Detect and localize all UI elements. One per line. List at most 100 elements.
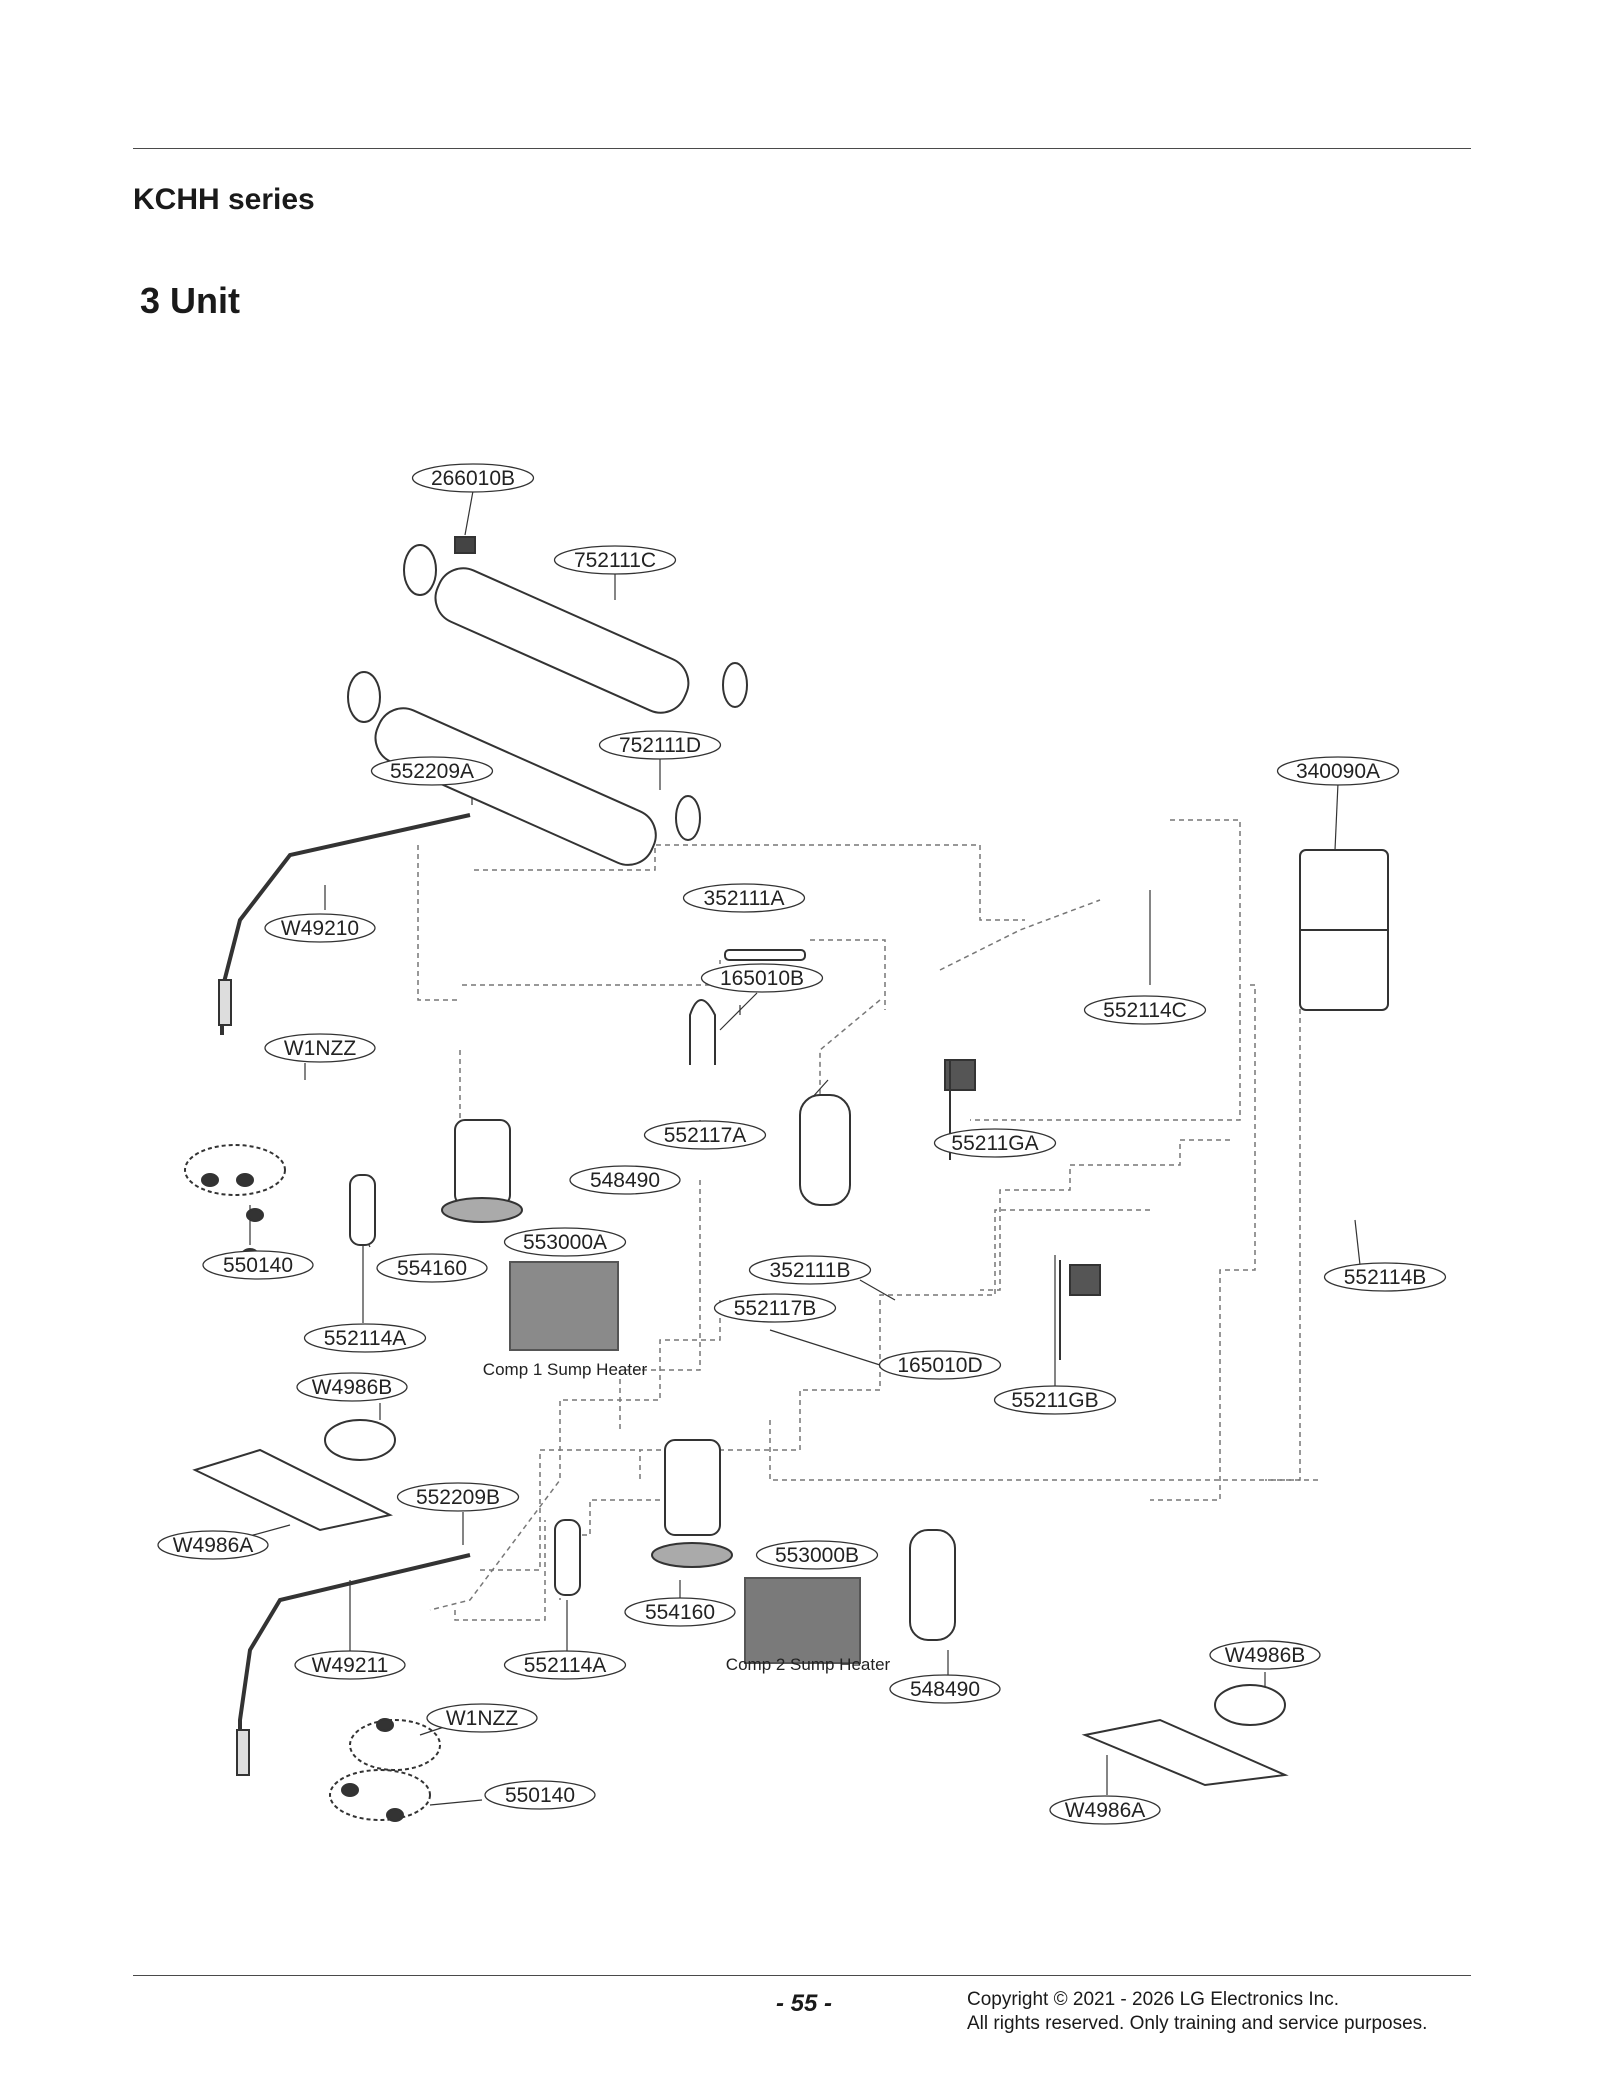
part-number-label: 553000A (523, 1231, 607, 1254)
part-callout: 553000B (755, 1540, 879, 1570)
series-title: KCHH series (133, 183, 315, 216)
comp1-sump-heater-caption: Comp 1 Sump Heater (483, 1360, 648, 1379)
part-callout: 552117A (643, 1120, 767, 1150)
callout-oval (503, 1227, 627, 1257)
part-callout: W49211 (294, 1650, 406, 1680)
callout-oval (643, 1120, 767, 1150)
part-number-label: W49210 (281, 917, 359, 940)
part-number-label: 55211GB (1011, 1389, 1098, 1412)
part-number-label: 752111D (619, 734, 701, 757)
callout-oval (1049, 1795, 1161, 1825)
part-callout: W4986A (1049, 1795, 1161, 1825)
part-callout: W49210 (264, 913, 376, 943)
pipe-752111C (403, 536, 748, 714)
callout-oval (682, 883, 806, 913)
callout-oval (157, 1530, 269, 1560)
part-number-label: 165010B (720, 967, 804, 990)
part-number-label: W1NZZ (446, 1707, 518, 1730)
part-callout: 548490 (889, 1674, 1001, 1704)
callout-oval (370, 756, 494, 786)
part-callout: 55211GA (933, 1128, 1057, 1158)
callout-oval (933, 1128, 1057, 1158)
part-number-label: 352111A (704, 887, 785, 910)
page-number: - 55 - (776, 1990, 833, 2017)
part-callout: 554160 (376, 1253, 488, 1283)
part-callout: W4986A (157, 1530, 269, 1560)
callout-oval (1276, 756, 1400, 786)
part-callout: 552117B (713, 1293, 837, 1323)
header-rule (133, 148, 1471, 149)
part-number-label: 165010D (897, 1354, 982, 1377)
callout-oval (755, 1540, 879, 1570)
part-number-label: 552114B (1344, 1266, 1427, 1289)
callout-oval (624, 1597, 736, 1627)
part-callout: 550140 (484, 1780, 596, 1810)
unit-title: 3 Unit (140, 280, 241, 321)
part-number-label: 552114A (324, 1327, 407, 1350)
pipe-752111D (347, 671, 701, 866)
callout-oval (1083, 995, 1207, 1025)
part-callout: 552114C (1083, 995, 1207, 1025)
part-callout: 266010B (411, 463, 535, 493)
part-callout: W1NZZ (426, 1703, 538, 1733)
callout-oval (484, 1780, 596, 1810)
part-callout: 552209B (396, 1482, 520, 1512)
callout-oval (426, 1703, 538, 1733)
part-callout: 550140 (202, 1250, 314, 1280)
part-number-label: 340090A (1296, 760, 1380, 783)
callout-oval (296, 1372, 408, 1402)
part-number-label: 552209A (390, 760, 474, 783)
callout-oval (264, 1033, 376, 1063)
part-number-label: W4986A (1065, 1799, 1146, 1822)
part-number-label: 266010B (431, 467, 515, 490)
part-callout: 352111B (748, 1255, 872, 1285)
part-number-label: W4986B (1225, 1644, 1306, 1667)
part-number-label: W4986B (312, 1376, 393, 1399)
part-callout: 552209A (370, 756, 494, 786)
part-callout: W4986B (296, 1372, 408, 1402)
callout-oval (889, 1674, 1001, 1704)
part-number-label: 553000B (775, 1544, 859, 1567)
components (184, 536, 1389, 1822)
callout-oval (569, 1165, 681, 1195)
part-callout: 554160 (624, 1597, 736, 1627)
part-callout: 165010B (700, 963, 824, 993)
leader-lines (245, 490, 1361, 1806)
part-number-label: 554160 (397, 1257, 467, 1280)
part-callout: 352111A (682, 883, 806, 913)
callout-oval (878, 1350, 1002, 1380)
callout-oval (264, 913, 376, 943)
callout-oval (993, 1385, 1117, 1415)
footer-rule (133, 1975, 1471, 1976)
part-number-label: 552117B (734, 1297, 817, 1320)
part-number-label: 550140 (505, 1784, 575, 1807)
callout-oval (411, 463, 535, 493)
callout-oval (713, 1293, 837, 1323)
callout-oval (396, 1482, 520, 1512)
callout-oval (376, 1253, 488, 1283)
part-number-label: 552114A (524, 1654, 607, 1677)
part-callout: 552114A (503, 1650, 627, 1680)
callout-oval (202, 1250, 314, 1280)
part-callout: 165010D (878, 1350, 1002, 1380)
copyright-notice: Copyright © 2021 - 2026 LG Electronics I… (967, 1988, 1427, 2036)
part-callout: 752111C (553, 545, 677, 575)
callout-oval (294, 1650, 406, 1680)
part-number-label: 552117A (664, 1124, 747, 1147)
callout-oval (1209, 1640, 1321, 1670)
callout-oval (598, 730, 722, 760)
part-number-label: 552114C (1103, 999, 1187, 1022)
callout-oval (1323, 1262, 1447, 1292)
part-number-label: 552209B (416, 1486, 500, 1509)
part-callout: 55211GB (993, 1385, 1117, 1415)
callout-oval (748, 1255, 872, 1285)
part-number-label: 352111B (770, 1259, 851, 1282)
part-number-label: 55211GA (951, 1132, 1038, 1155)
part-number-label: 752111C (574, 549, 656, 572)
dashed-connections (417, 819, 1320, 1621)
part-callout: 548490 (569, 1165, 681, 1195)
callout-oval (553, 545, 677, 575)
comp2-sump-heater-caption: Comp 2 Sump Heater (726, 1655, 891, 1674)
part-callout: 340090A (1276, 756, 1400, 786)
